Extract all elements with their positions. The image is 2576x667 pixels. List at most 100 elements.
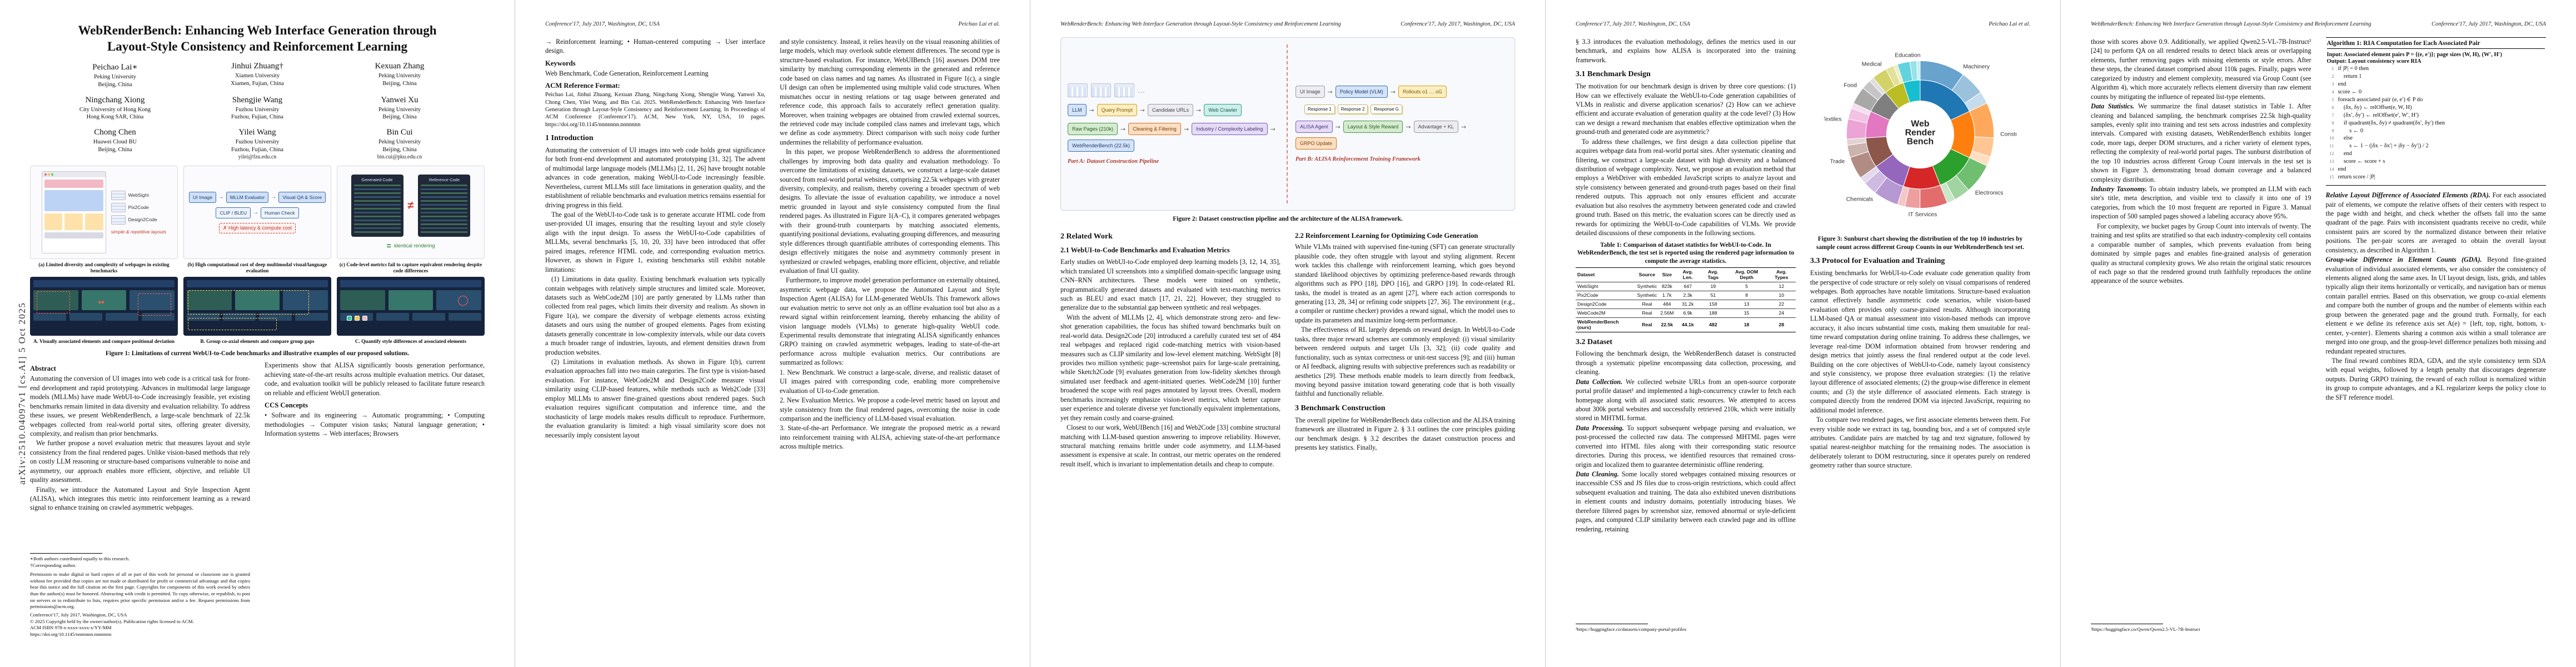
algorithm-statement: else <box>2338 135 2353 142</box>
paragraph: Data Statistics. We summarize the final … <box>2091 102 2311 183</box>
page-5-columns: those with scores above 0.9. Additionall… <box>2091 37 2546 633</box>
author-affiliation: Fuzhou University <box>235 106 280 113</box>
title-line-2: Layout-Style Consistency and Reinforceme… <box>107 39 408 54</box>
arxiv-watermark: arXiv:2510.04097v1 [cs.AI] 5 Oct 2025 <box>17 302 27 485</box>
solution-screenshot-a: ↔ <box>30 277 178 336</box>
pipeline-step: LLM <box>1068 104 1087 116</box>
arrow-icon: → <box>271 194 277 201</box>
paragraph: The overall pipeline for WebRenderBench … <box>1295 416 1515 451</box>
flow-step: Visual QA & Score <box>278 191 326 203</box>
author-affiliation: Peking University <box>378 139 421 146</box>
table-cell: Synthetic <box>1635 281 1659 291</box>
table-cell: Design2Code <box>1576 299 1636 309</box>
section-heading: 1 Introduction <box>545 134 594 143</box>
table-cell: WebCode2M <box>1576 308 1636 318</box>
author-email[interactable]: bin.cui@pku.edu.cn <box>377 154 422 161</box>
author-affiliation: Xiamen, Fujian, China <box>231 80 284 87</box>
section-heading: 3.1 Benchmark Design <box>1576 70 1651 79</box>
group-box <box>188 318 277 331</box>
paragraph-lead: Industry Taxonomy. <box>2091 185 2150 193</box>
algorithm-line: 10 else <box>2327 135 2545 142</box>
benchmark-item: WebSight <box>111 190 167 200</box>
running-head-left: WebRenderBench: Enhancing Web Interface … <box>1060 21 1341 27</box>
figure-2-caption: Figure 2: Dataset construction pipeline … <box>1173 216 1403 222</box>
first-page-footer: ∗Both authors contributed equally to thi… <box>30 550 250 638</box>
table-cell: 51 <box>1700 290 1726 300</box>
paragraph-lead: Relative Layout Difference of Associated… <box>2325 191 2493 200</box>
paragraph-lead: Data Statistics. <box>2091 102 2139 111</box>
code-lines <box>353 185 401 235</box>
paragraph: The motivation for our benchmark design … <box>1576 82 1796 136</box>
line-number: 15 <box>2329 175 2334 180</box>
paragraph: Early studies on WebUI-to-Code employed … <box>1060 258 1280 312</box>
flow-step: MLLM Evaluator <box>226 191 269 203</box>
paragraph: (2) Limitations in evaluation methods. A… <box>545 358 765 439</box>
arrow-icon: → <box>1461 123 1467 131</box>
running-head: WebRenderBench: Enhancing Web Interface … <box>2091 21 2546 27</box>
browser-bar <box>42 172 106 178</box>
paragraph: Experiments show that ALISA significantl… <box>265 361 485 397</box>
table-cell: Real <box>1635 317 1659 332</box>
table-cell: 482 <box>1700 317 1726 332</box>
table-cell: 22 <box>1767 299 1796 309</box>
ellipsis-icon: … <box>1138 86 1145 94</box>
conference-line: Conference'17, July 2017, Washington, DC… <box>30 611 127 618</box>
part-a-label: Part A: Dataset Construction Pipeline <box>1068 158 1159 165</box>
solution-caption-c: C. Quantify style differences of associa… <box>355 339 467 345</box>
pipeline-lane-b1: UI Image→Policy Model (VLM)→Rollouts o1 … <box>1296 86 1508 98</box>
paragraph: Automating the conversion of UI images i… <box>545 146 765 209</box>
line-number: 10 <box>2329 136 2334 141</box>
webpage-thumbnail <box>1114 83 1134 97</box>
line-number: 12 <box>2329 151 2334 157</box>
author-email[interactable]: yilei@fzu.edu.cn <box>238 154 277 161</box>
column-header: Avg. DOM Depth <box>1726 267 1767 282</box>
page-4: Conference'17, July 2017, Washington, DC… <box>1546 0 2061 667</box>
model-footnote-link[interactable]: ²https://huggingface.co/Qwen/Qwen2.5-VL-… <box>2091 626 2200 633</box>
paragraph: To compare two rendered pages, we first … <box>1810 416 2030 470</box>
paragraph: 3. State-of-the-art Performance. We inte… <box>780 424 1000 451</box>
algorithm-line: 6 (δx, δy) ← relOffset(e, W, H) <box>2327 104 2545 112</box>
mockup-header <box>44 180 103 188</box>
line-number: 14 <box>2329 167 2334 172</box>
figure-3-caption: Figure 3: Sunburst chart showing the dis… <box>1816 236 2024 251</box>
author-affiliation: Hong Kong SAR, China <box>86 114 144 121</box>
paragraph: Following the benchmark design, the WebR… <box>1576 350 1796 376</box>
arrow-icon: → <box>1335 123 1341 131</box>
solution-caption-a: A. Visually associated elements and comp… <box>33 339 175 345</box>
doi-link[interactable]: https://doi.org/10.1145/nnnnnnn.nnnnnnn <box>30 631 112 637</box>
pipeline-step: Web Crawler <box>1204 104 1242 116</box>
paragraph: Data Collection. We collected website UR… <box>1576 377 1796 422</box>
arrow-icon: → <box>1089 106 1094 114</box>
paragraph: 1. New Benchmark. We construct a large-s… <box>780 368 1000 395</box>
page-1: arXiv:2510.04097v1 [cs.AI] 5 Oct 2025 We… <box>0 0 515 667</box>
subcaption-a: (a) Limited diversity and complexity of … <box>38 262 170 274</box>
equal-icon: = <box>386 241 391 251</box>
author-name: Chong Chen <box>94 128 136 137</box>
dataset-footnote-link[interactable]: ¹https://huggingface.co/datasets/company… <box>1576 626 1687 633</box>
author-footnote: ∗Both authors contributed equally to thi… <box>30 556 130 562</box>
paragraph-lead: Data Processing. <box>1576 424 1627 432</box>
sunburst-label: Chemicals <box>1846 196 1873 202</box>
author-affiliation: Fuzhou, Fujian, China <box>231 114 283 121</box>
sunburst-label: Construction <box>2000 132 2016 138</box>
figure-1-solution-captions: A. Visually associated elements and comp… <box>30 339 485 345</box>
column-header: Size <box>1658 267 1676 282</box>
subcaption-b: (b) High computational cost of deep mult… <box>187 262 327 274</box>
table-cell: Real <box>1635 308 1659 318</box>
algorithm-statement: s ← 1 − (|δx − δx′| + |δy − δy′|) / 2 <box>2338 143 2429 150</box>
author-name: Bin Cui <box>386 128 413 137</box>
pipeline-step: Advantage + KL <box>1413 121 1458 133</box>
paragraph-lead: Data Collection. <box>1576 377 1626 386</box>
